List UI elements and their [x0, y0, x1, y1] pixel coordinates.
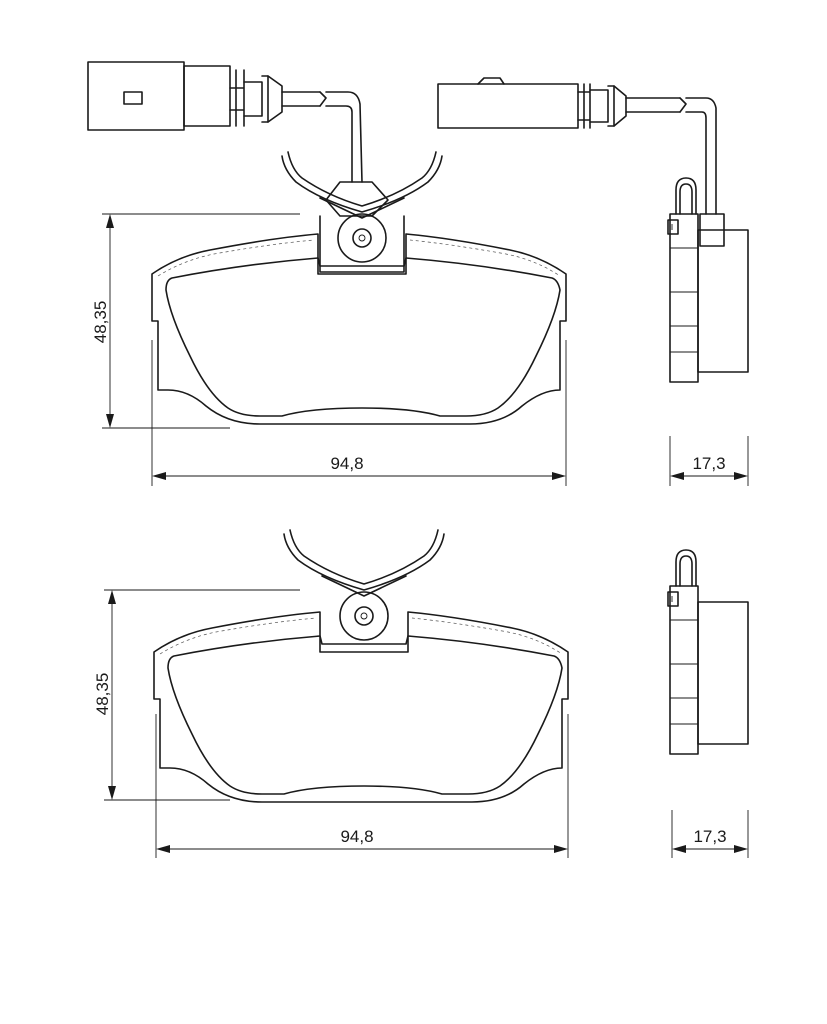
bottom-width-label: 94,8 [340, 827, 373, 846]
top-height-label: 48,35 [91, 301, 110, 344]
top-thickness-dimension: 17,3 [669, 436, 749, 486]
top-width-label: 94,8 [330, 454, 363, 473]
bottom-thickness-label: 17,3 [693, 827, 726, 846]
top-height-dimension: 48,35 [91, 213, 300, 429]
bottom-pad-front-view [153, 529, 569, 803]
bottom-pad-side-view [667, 549, 749, 755]
bottom-height-label: 48,35 [93, 673, 112, 716]
bottom-thickness-dimension: 17,3 [671, 810, 749, 858]
top-thickness-label: 17,3 [692, 454, 725, 473]
top-pad-side-view [437, 77, 749, 383]
bottom-width-dimension: 94,8 [155, 714, 569, 858]
bottom-height-dimension: 48,35 [93, 589, 300, 801]
top-width-dimension: 94,8 [151, 340, 567, 486]
wear-sensor-connector [87, 61, 363, 183]
top-pad-front-view [87, 61, 567, 425]
